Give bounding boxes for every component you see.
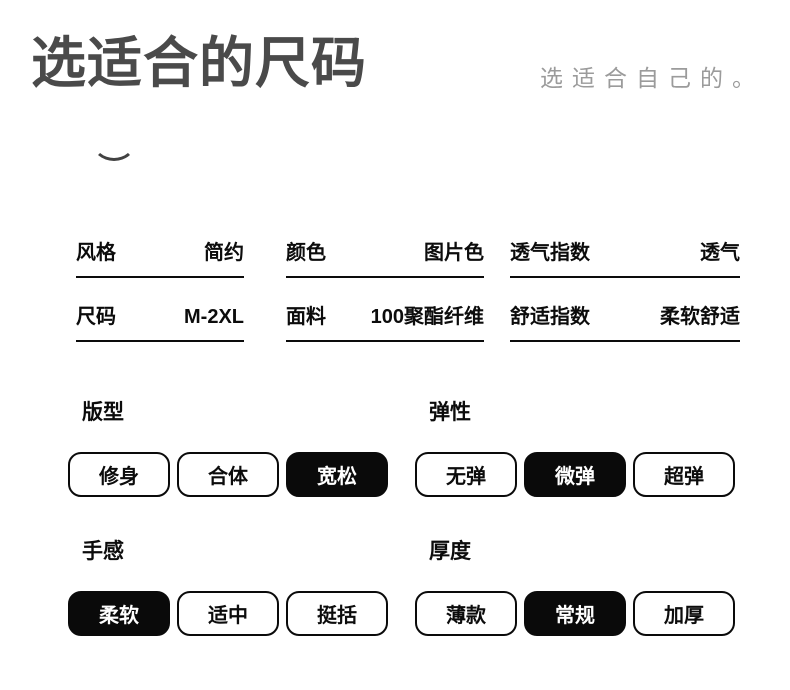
- spec-label: 风格: [76, 242, 116, 264]
- option-group-label: 手感: [82, 540, 124, 563]
- page-subtitle: 选适合自己的。: [540, 65, 764, 91]
- option-group-thickness: 厚度 薄款 常规 加厚: [415, 539, 735, 637]
- option-buttons: 修身 合体 宽松: [68, 452, 388, 498]
- option-buttons: 无弹 微弹 超弹: [415, 452, 735, 498]
- spec-value: 柔软舒适: [660, 306, 740, 328]
- option-button-super-stretch[interactable]: 超弹: [633, 452, 735, 498]
- spec-cell-size: 尺码 M-2XL: [76, 305, 244, 342]
- spec-table: 风格 简约 颜色 图片色 透气指数 透气 尺码 M-2XL 面料 100聚酯纤维: [76, 241, 740, 342]
- spec-value: 透气: [700, 242, 740, 264]
- spec-value: 100聚酯纤维: [370, 306, 484, 328]
- spec-label: 面料: [286, 306, 326, 328]
- smile-arc-icon: [92, 123, 136, 161]
- spec-row: 尺码 M-2XL 面料 100聚酯纤维 舒适指数 柔软舒适: [76, 305, 740, 342]
- option-buttons: 薄款 常规 加厚: [415, 591, 735, 637]
- spec-cell-breathability: 透气指数 透气: [510, 241, 740, 278]
- spec-cell-color: 颜色 图片色: [286, 241, 484, 278]
- spec-value: 图片色: [424, 242, 484, 264]
- option-group-fit: 版型 修身 合体 宽松: [68, 400, 388, 498]
- spec-row: 风格 简约 颜色 图片色 透气指数 透气: [76, 241, 740, 278]
- option-button-crisp[interactable]: 挺括: [286, 591, 388, 637]
- option-button-fitted[interactable]: 合体: [177, 452, 279, 498]
- spec-value: M-2XL: [184, 306, 244, 328]
- option-button-medium[interactable]: 适中: [177, 591, 279, 637]
- spec-cell-fabric: 面料 100聚酯纤维: [286, 305, 484, 342]
- spec-label: 颜色: [286, 242, 326, 264]
- spec-label: 舒适指数: [510, 306, 590, 328]
- option-group-label: 版型: [82, 401, 124, 424]
- spec-label: 尺码: [76, 306, 116, 328]
- option-button-loose[interactable]: 宽松: [286, 452, 388, 498]
- option-group-feel: 手感 柔软 适中 挺括: [68, 539, 388, 637]
- option-button-thick[interactable]: 加厚: [633, 591, 735, 637]
- spec-cell-comfort: 舒适指数 柔软舒适: [510, 305, 740, 342]
- spec-cell-style: 风格 简约: [76, 241, 244, 278]
- spec-label: 透气指数: [510, 242, 590, 264]
- option-buttons: 柔软 适中 挺括: [68, 591, 388, 637]
- option-button-no-stretch[interactable]: 无弹: [415, 452, 517, 498]
- option-group-elasticity: 弹性 无弹 微弹 超弹: [415, 400, 735, 498]
- option-button-soft[interactable]: 柔软: [68, 591, 170, 637]
- page-title: 选适合的尺码: [31, 32, 368, 94]
- spec-value: 简约: [204, 242, 244, 264]
- option-group-label: 厚度: [429, 540, 471, 563]
- option-button-slim[interactable]: 修身: [68, 452, 170, 498]
- option-button-slight-stretch[interactable]: 微弹: [524, 452, 626, 498]
- option-button-thin[interactable]: 薄款: [415, 591, 517, 637]
- option-group-label: 弹性: [429, 401, 471, 424]
- option-button-regular[interactable]: 常规: [524, 591, 626, 637]
